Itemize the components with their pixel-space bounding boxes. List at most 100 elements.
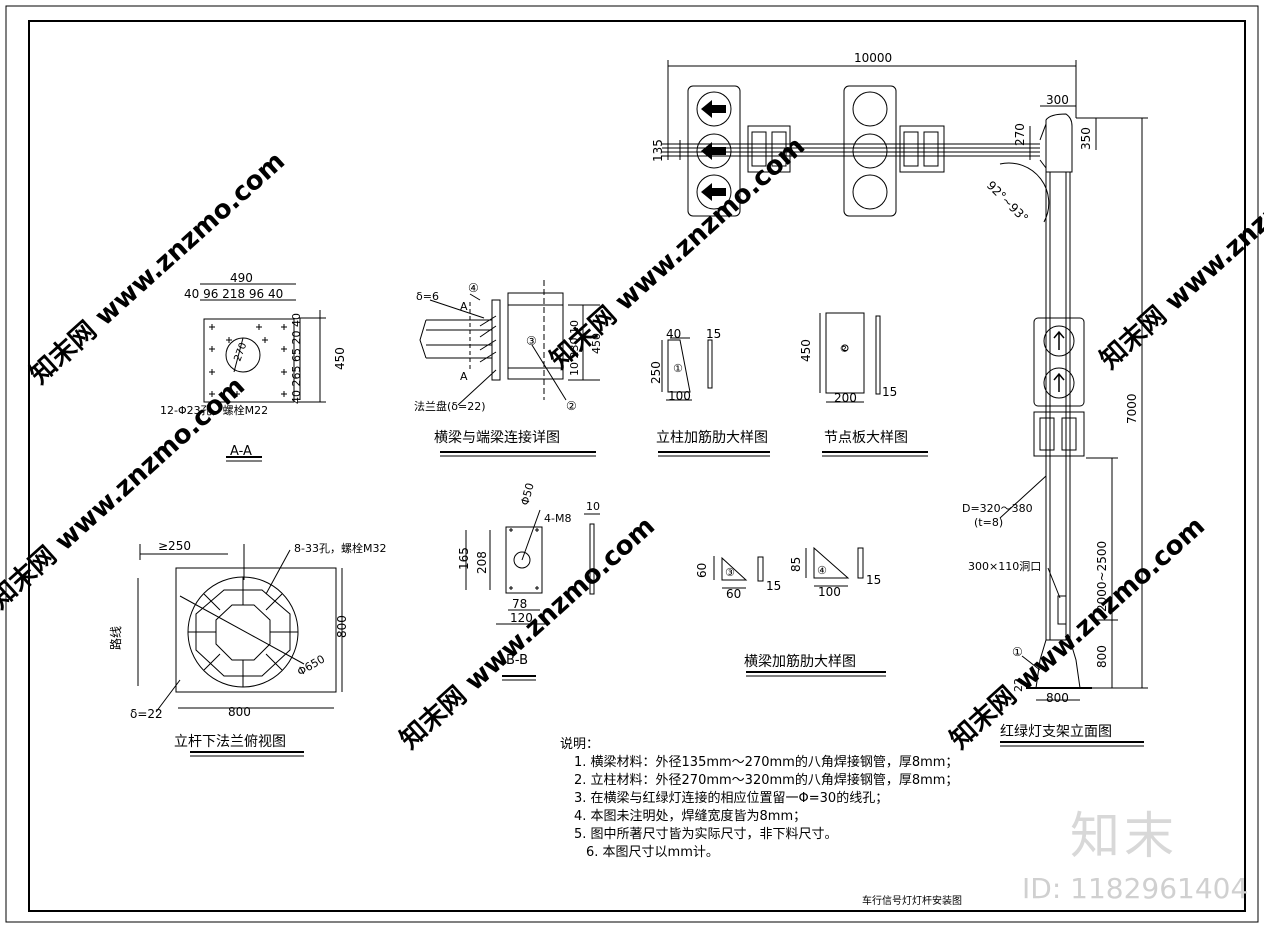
elev-angle: 92°~93°	[984, 178, 1031, 225]
note-item: 6. 本图尺寸以mm计。	[586, 845, 719, 860]
rib3-edge	[757, 556, 764, 582]
countdown-box-right	[899, 125, 945, 173]
joint-endplate	[507, 292, 564, 380]
drawing-footer-title: 车行信号灯灯杆安装图	[862, 896, 962, 907]
aa-title: A-A	[230, 444, 252, 459]
pole-countdown-box	[1033, 411, 1085, 457]
watermark-text: 知末网 www.znzmo.com	[945, 511, 1211, 755]
flange-bolts: 8-33孔，螺栓M32	[294, 541, 386, 555]
joint-mark-a-bottom: A	[460, 370, 468, 383]
note-item: 1. 横梁材料：外径135mm～270mm的八角焊接钢管，厚8mm；	[574, 755, 959, 770]
view-beam-joint	[419, 280, 600, 457]
pole-signal-head	[1033, 317, 1085, 407]
joint-dim-height: 450	[590, 333, 603, 354]
aa-dim-height: 450	[333, 347, 347, 370]
watermarks: 知末网 www.znzmo.com 知末网 www.znzmo.com 知末网 …	[0, 131, 1264, 755]
bb-holes: 4-M8	[544, 512, 571, 525]
rib3-plate	[721, 556, 748, 581]
rib-w-top: 40	[666, 327, 681, 341]
id-tag: ID: 1182961404	[1022, 872, 1249, 905]
rib3-mark: ③	[725, 566, 735, 579]
joint-dim-parts: 10 230 10	[568, 320, 581, 376]
joint-delta: δ=6	[416, 290, 439, 303]
rib4-h: 85	[789, 557, 803, 572]
rib4-plate	[813, 546, 850, 579]
aa-dim-right: 40 265 65 20 40	[290, 313, 303, 404]
elev-d300: 300	[1046, 93, 1069, 107]
bb-phi: Φ50	[518, 482, 536, 507]
signal-arrows	[701, 100, 726, 201]
elev-span: 10000	[854, 51, 892, 65]
column-rib-title: 立柱加筋肋大样图	[656, 429, 768, 446]
flange-plan-title: 立杆下法兰俯视图	[174, 734, 286, 750]
rib-plate	[667, 339, 691, 393]
rib3-w: 60	[726, 587, 741, 601]
bb-plate	[505, 526, 543, 594]
flange-dia: Φ650	[295, 653, 327, 679]
brand-logo: 知末	[1070, 807, 1178, 865]
bb-w2: 120	[510, 611, 533, 625]
pole-hand-hole	[1057, 595, 1067, 625]
rib-h: 250	[649, 361, 663, 384]
joint-flange	[491, 299, 501, 381]
watermark-text: 知末网 www.znzmo.com	[25, 146, 291, 390]
elev-hole-h: 2000~2500	[1095, 541, 1109, 612]
signal-arrow-3	[696, 174, 732, 210]
countdown-box-left	[747, 125, 791, 173]
rib3-h: 60	[695, 563, 709, 578]
joint-circle3: ③	[526, 334, 537, 348]
pole-signal-arrows	[1053, 330, 1065, 392]
joint-flange-note: 法兰盘(δ=22)	[414, 399, 486, 413]
inner-frame	[28, 20, 1246, 912]
rib4-mark: ④	[817, 564, 827, 577]
view-aa	[200, 283, 326, 462]
node-plate-rect	[825, 312, 865, 394]
flange-delta: δ=22	[130, 707, 163, 721]
elev-d135: 135	[651, 139, 665, 162]
notes-head: 说明：	[560, 737, 600, 752]
view-node-plate	[819, 312, 928, 457]
aa-plate	[203, 318, 295, 403]
aa-bolts	[209, 324, 287, 397]
view-elevation	[662, 60, 1148, 747]
bb-hole	[513, 551, 531, 569]
note-item: 3. 在横梁与红绿灯连接的相应位置留一Φ=30的线孔；	[574, 791, 889, 806]
flange-octagon-inner	[215, 604, 271, 661]
elev-d22: 22	[1012, 678, 1025, 692]
bb-w1: 78	[512, 597, 527, 611]
watermark-text: 知末网 www.znzmo.com	[395, 511, 661, 755]
view-bb	[465, 509, 600, 681]
pole-signal-lamp-1	[1043, 325, 1075, 357]
pole-cap	[1045, 113, 1073, 173]
pole-signal-lamp-2	[1043, 367, 1075, 399]
elev-mark1: ①	[1012, 645, 1023, 659]
aa-note: 12-Φ23孔，螺栓M22	[160, 403, 268, 417]
elev-pole-t: (t=8)	[974, 516, 1003, 529]
bb-edge	[589, 523, 595, 595]
joint-circle4: ④	[468, 281, 479, 295]
signal-lamp-1	[852, 91, 888, 127]
aa-dim-parts: 40 96 218 96 40	[184, 287, 283, 301]
aa-dim-total: 490	[230, 271, 253, 285]
elev-base-h: 800	[1095, 645, 1109, 668]
view-beam-rib	[713, 546, 886, 677]
joint-title: 横梁与端梁连接详图	[434, 429, 560, 446]
signal-arrow-1	[696, 91, 732, 127]
node-h: 450	[799, 339, 813, 362]
flange-edge: ≥250	[158, 539, 191, 553]
rib4-t: 15	[866, 573, 881, 587]
view-flange-plan	[137, 544, 343, 757]
flange-side: 800	[335, 615, 349, 638]
joint-mark-a-top: A	[460, 300, 468, 313]
aa-phi: 270	[232, 341, 249, 363]
rib3-t: 15	[766, 579, 781, 593]
rib-mark: ①	[673, 362, 683, 375]
elev-d270: 270	[1013, 123, 1027, 146]
joint-circle2: ②	[566, 399, 577, 413]
flange-size: 800	[228, 705, 251, 719]
flange-octagon-outer	[195, 589, 291, 677]
elev-d350: 350	[1079, 127, 1093, 150]
signal-head-left	[687, 85, 741, 217]
outer-frame	[5, 5, 1259, 923]
